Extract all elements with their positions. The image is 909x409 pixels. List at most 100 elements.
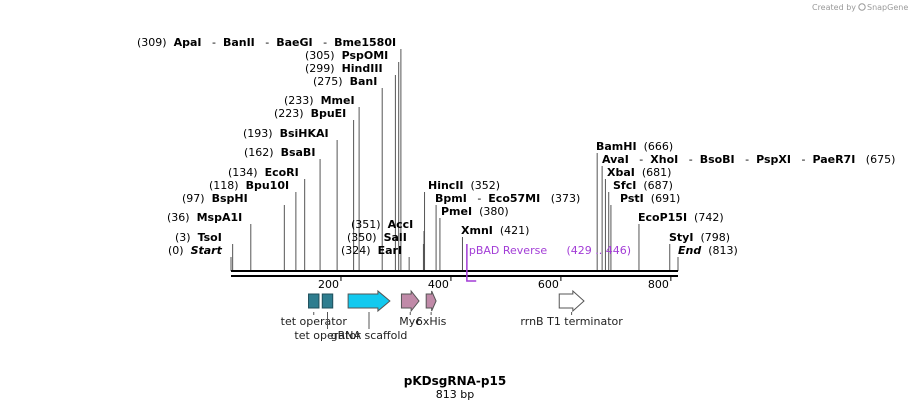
- site-label-part: SalI: [384, 231, 407, 244]
- site-label-bpuei[interactable]: (223) BpuEI: [274, 107, 346, 120]
- site-bamhi[interactable]: BamHI (666): [596, 140, 673, 271]
- site-bpmi[interactable]: BpmI - Eco57MI (373): [435, 192, 580, 271]
- site-label-tsoi[interactable]: (3) TsoI: [175, 231, 222, 244]
- site-label-sfci[interactable]: SfcI (687): [613, 179, 673, 192]
- site-bsabi[interactable]: (162) BsaBI: [244, 146, 321, 271]
- site-label-part: SfcI: [613, 179, 636, 192]
- site-pspomi[interactable]: (305) PspOMI: [305, 49, 400, 271]
- site-mspa1i[interactable]: (36) MspA1I: [167, 211, 252, 271]
- feature-tet-op-1[interactable]: tet operator: [281, 293, 348, 328]
- site-label-avai[interactable]: AvaI - XhoI - BsoBI - PspXI - PaeR7I (67…: [602, 153, 895, 166]
- site-label-bsabi[interactable]: (162) BsaBI: [244, 146, 315, 159]
- site-bpu10i[interactable]: (118) Bpu10I: [209, 179, 297, 271]
- site-start[interactable]: (0) Start: [168, 244, 232, 271]
- site-label-end[interactable]: End (813): [678, 244, 738, 257]
- site-label-part: BsaBI: [281, 146, 316, 159]
- site-bsphi[interactable]: (97) BspHI: [182, 192, 285, 271]
- site-label-bsihkai[interactable]: (193) BsiHKAI: [243, 127, 329, 140]
- feature-rrnb[interactable]: rrnB T1 terminator: [520, 289, 623, 328]
- site-label-pmei[interactable]: PmeI (380): [441, 205, 509, 218]
- primer-annotation: pBAD Reverse(429 .. 446): [466, 244, 631, 282]
- site-xbai[interactable]: XbaI (681): [604, 166, 671, 271]
- site-label-bpmi[interactable]: BpmI - Eco57MI (373): [435, 192, 580, 205]
- site-label-xbai[interactable]: XbaI (681): [607, 166, 671, 179]
- site-label-mmei[interactable]: (233) MmeI: [284, 94, 355, 107]
- site-label-mspa1i[interactable]: (36) MspA1I: [167, 211, 242, 224]
- site-sali[interactable]: (350) SalI: [347, 231, 424, 271]
- restriction-sites: (309) ApaI - BanII - BaeGI - Bme1580I(30…: [137, 36, 895, 271]
- site-bsihkai[interactable]: (193) BsiHKAI: [243, 127, 338, 271]
- feature-his[interactable]: 6xHis: [416, 290, 447, 328]
- site-label-part: (134): [228, 166, 265, 179]
- site-label-pspomi[interactable]: (305) PspOMI: [305, 49, 388, 62]
- site-label-part: (813): [701, 244, 738, 257]
- site-mmei[interactable]: (233) MmeI: [284, 94, 360, 271]
- site-avai[interactable]: AvaI - XhoI - BsoBI - PspXI - PaeR7I (67…: [601, 153, 895, 271]
- site-label-start[interactable]: (0) Start: [168, 244, 223, 257]
- feature-label-rrnb: rrnB T1 terminator: [520, 315, 623, 328]
- site-label-hincii[interactable]: HincII (352): [428, 179, 500, 192]
- site-label-part: -: [313, 36, 334, 49]
- site-apai[interactable]: (309) ApaI - BanII - BaeGI - Bme1580I: [137, 36, 402, 271]
- site-label-part: XbaI: [607, 166, 635, 179]
- site-label-part: (223): [274, 107, 311, 120]
- site-ecori[interactable]: (134) EcoRI: [228, 166, 306, 271]
- site-label-acci[interactable]: (351) AccI: [351, 218, 413, 231]
- site-label-apai[interactable]: (309) ApaI - BanII - BaeGI - Bme1580I: [137, 36, 396, 49]
- site-label-part: (666): [637, 140, 674, 153]
- site-psti[interactable]: PstI (691): [610, 192, 680, 271]
- site-styi[interactable]: StyI (798): [669, 231, 730, 271]
- site-label-part: Start: [191, 244, 223, 257]
- site-label-ecori[interactable]: (134) EcoRI: [228, 166, 299, 179]
- site-label-part: ApaI: [174, 36, 202, 49]
- site-label-part: (324): [341, 244, 378, 257]
- site-label-part: (233): [284, 94, 321, 107]
- feature-label-tet-op-1: tet operator: [281, 315, 348, 328]
- feature-label-his: 6xHis: [416, 315, 447, 328]
- site-ecop15i[interactable]: EcoP15I (742): [638, 211, 724, 271]
- site-label-part: (193): [243, 127, 280, 140]
- site-label-part: (351): [351, 218, 388, 231]
- site-label-psti[interactable]: PstI (691): [620, 192, 680, 205]
- site-label-part: StyI: [669, 231, 693, 244]
- site-label-bani[interactable]: (275) BanI: [313, 75, 377, 88]
- primer-name[interactable]: pBAD Reverse: [469, 244, 547, 257]
- site-hindiii[interactable]: (299) HindIII: [305, 62, 396, 271]
- site-label-bamhi[interactable]: BamHI (666): [596, 140, 673, 153]
- site-label-part: Bpu10I: [246, 179, 290, 192]
- site-xmni[interactable]: XmnI (421): [461, 224, 529, 271]
- site-label-part: (675): [855, 153, 895, 166]
- site-label-bpu10i[interactable]: (118) Bpu10I: [209, 179, 289, 192]
- site-label-xmni[interactable]: XmnI (421): [461, 224, 529, 237]
- primer-arrow[interactable]: [466, 244, 477, 282]
- site-end[interactable]: End (813): [677, 244, 738, 271]
- site-label-sali[interactable]: (350) SalI: [347, 231, 407, 244]
- tick-label: 400: [428, 278, 449, 291]
- site-acci[interactable]: (351) AccI: [351, 218, 425, 271]
- site-label-bsphi[interactable]: (97) BspHI: [182, 192, 248, 205]
- feature-grna[interactable]: gRNA scaffold: [331, 289, 408, 342]
- site-bpuei[interactable]: (223) BpuEI: [274, 107, 355, 271]
- site-sfci[interactable]: SfcI (687): [608, 179, 673, 271]
- tick-label: 600: [538, 278, 559, 291]
- site-bani[interactable]: (275) BanI: [313, 75, 383, 271]
- site-label-ecop15i[interactable]: EcoP15I (742): [638, 211, 724, 224]
- site-label-eari[interactable]: (324) EarI: [341, 244, 402, 257]
- site-label-part: AccI: [388, 218, 414, 231]
- site-label-part: BanII: [223, 36, 255, 49]
- site-tsoi[interactable]: (3) TsoI: [175, 231, 234, 271]
- feature-tet-op-2[interactable]: tet operator: [294, 293, 361, 342]
- site-label-hindiii[interactable]: (299) HindIII: [305, 62, 383, 75]
- site-eari[interactable]: (324) EarI: [341, 244, 410, 271]
- site-label-part: (0): [168, 244, 191, 257]
- site-label-part: BamHI: [596, 140, 637, 153]
- site-label-styi[interactable]: StyI (798): [669, 231, 730, 244]
- feature-shape-his: [425, 290, 437, 312]
- site-hincii[interactable]: HincII (352): [424, 179, 501, 271]
- feature-myc[interactable]: Myc: [399, 289, 421, 328]
- site-label-part: (421): [493, 224, 530, 237]
- site-label-part: BsiHKAI: [280, 127, 329, 140]
- site-pmei[interactable]: PmeI (380): [439, 205, 509, 271]
